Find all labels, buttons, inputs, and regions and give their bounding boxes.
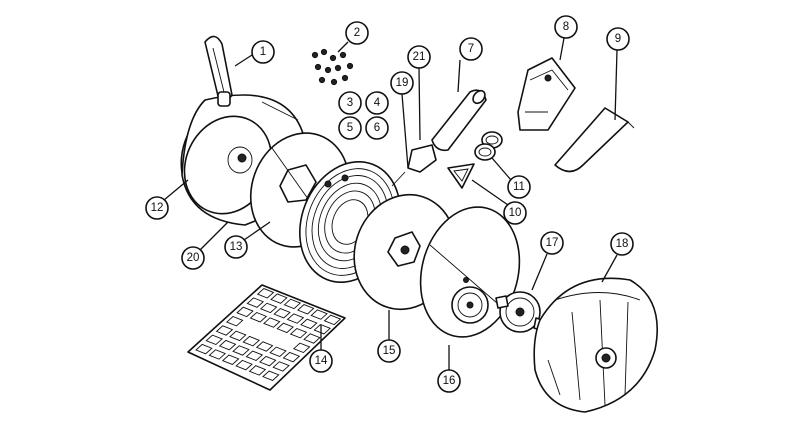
svg-text:21: 21 bbox=[413, 51, 426, 63]
callout-14: 14 bbox=[309, 349, 333, 373]
label-cell bbox=[282, 351, 301, 363]
label-cell bbox=[269, 346, 287, 358]
label-cell bbox=[248, 365, 267, 376]
callout-8: 8 bbox=[554, 15, 578, 39]
part-belt-clip bbox=[517, 57, 576, 131]
callout-11: 11 bbox=[507, 175, 531, 199]
callout-6: 6 bbox=[365, 116, 389, 140]
label-cell bbox=[286, 313, 305, 324]
label-cell bbox=[323, 314, 342, 326]
callout-4: 4 bbox=[365, 91, 389, 115]
part-gear-plate bbox=[419, 206, 521, 338]
callout-12: 12 bbox=[145, 196, 169, 220]
callout-7: 7 bbox=[459, 37, 483, 61]
label-cell bbox=[273, 308, 291, 319]
label-cell bbox=[195, 343, 213, 355]
label-cell bbox=[242, 335, 260, 347]
label-cell bbox=[292, 342, 311, 354]
callout-2: 2 bbox=[345, 21, 369, 45]
callout-10: 10 bbox=[503, 201, 527, 225]
svg-text:4: 4 bbox=[374, 97, 381, 109]
callout-16: 16 bbox=[437, 369, 461, 393]
svg-text:7: 7 bbox=[468, 43, 474, 55]
label-cell bbox=[221, 354, 240, 365]
label-cell bbox=[215, 325, 234, 336]
svg-text:5: 5 bbox=[347, 122, 353, 134]
part-split-rings bbox=[474, 131, 503, 161]
callout-21: 21 bbox=[407, 45, 431, 69]
callout-15: 15 bbox=[377, 339, 401, 363]
svg-text:17: 17 bbox=[546, 237, 559, 249]
part-screws bbox=[311, 48, 354, 86]
label-cell bbox=[259, 302, 278, 314]
part-roller-pin bbox=[431, 89, 487, 152]
svg-text:14: 14 bbox=[315, 355, 328, 367]
label-cell bbox=[208, 349, 227, 360]
label-cell bbox=[310, 309, 328, 320]
label-cell bbox=[225, 315, 244, 327]
callout-20: 20 bbox=[181, 246, 205, 270]
label-cell bbox=[245, 350, 264, 362]
callout-18: 18 bbox=[610, 232, 634, 256]
label-cell bbox=[303, 333, 321, 344]
label-cell bbox=[272, 361, 290, 372]
svg-text:2: 2 bbox=[354, 27, 360, 39]
svg-text:6: 6 bbox=[374, 122, 380, 134]
label-cell bbox=[263, 317, 281, 328]
label-cell bbox=[270, 293, 288, 304]
label-cell bbox=[276, 322, 294, 334]
svg-text:9: 9 bbox=[615, 33, 621, 45]
svg-text:16: 16 bbox=[443, 375, 456, 387]
part-carabiner-clip bbox=[204, 35, 233, 107]
svg-text:12: 12 bbox=[151, 202, 164, 214]
svg-text:20: 20 bbox=[187, 252, 200, 264]
label-cell bbox=[289, 327, 308, 339]
svg-text:18: 18 bbox=[616, 238, 629, 250]
label-cell bbox=[258, 355, 277, 367]
label-cell bbox=[205, 334, 223, 346]
label-cell bbox=[235, 359, 253, 371]
label-cell bbox=[255, 341, 274, 352]
callout-9: 9 bbox=[606, 27, 630, 51]
label-cell bbox=[296, 304, 315, 315]
svg-text:8: 8 bbox=[563, 21, 569, 33]
svg-text:3: 3 bbox=[347, 97, 353, 109]
callout-5: 5 bbox=[338, 116, 362, 140]
part-triangle-ring bbox=[447, 163, 475, 189]
part-wire-clip bbox=[554, 107, 635, 173]
label-cell bbox=[300, 318, 318, 330]
label-cell bbox=[283, 298, 302, 310]
part-front-housing bbox=[533, 277, 658, 413]
label-cell bbox=[236, 306, 254, 318]
svg-text:10: 10 bbox=[509, 207, 522, 219]
label-cell bbox=[249, 311, 268, 323]
label-cell bbox=[262, 370, 280, 381]
label-cell bbox=[232, 345, 250, 356]
label-cell bbox=[218, 339, 237, 351]
label-cell bbox=[246, 297, 265, 308]
callout-13: 13 bbox=[224, 235, 248, 259]
leader-lines bbox=[163, 37, 618, 370]
svg-text:19: 19 bbox=[396, 77, 409, 89]
svg-text:1: 1 bbox=[260, 46, 266, 58]
callout-1: 1 bbox=[251, 40, 275, 64]
callout-17: 17 bbox=[540, 231, 564, 255]
svg-text:13: 13 bbox=[230, 241, 243, 253]
callout-3: 3 bbox=[338, 91, 362, 115]
part-spring-hook bbox=[391, 144, 437, 187]
label-cell bbox=[229, 330, 247, 342]
svg-text:15: 15 bbox=[383, 345, 396, 357]
callout-19: 19 bbox=[390, 71, 414, 95]
svg-text:11: 11 bbox=[513, 181, 525, 193]
part-label-sheet bbox=[187, 284, 346, 391]
label-cell bbox=[256, 288, 275, 299]
